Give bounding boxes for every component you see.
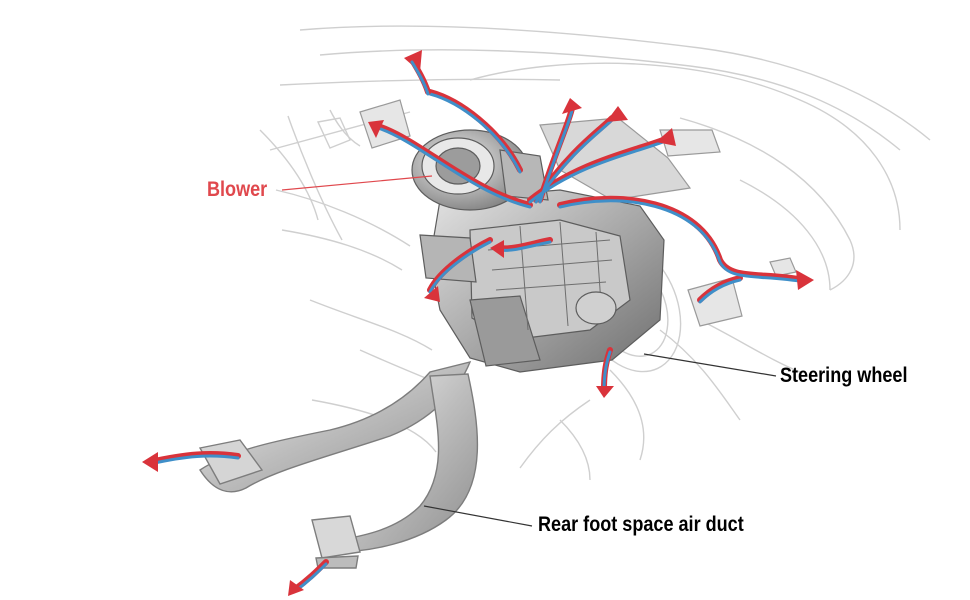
airflow-arrows — [142, 50, 814, 596]
rear-foot-space-air-duct-label: Rear foot space air duct — [538, 513, 744, 536]
rear-foot-duct-leader-line — [423, 505, 533, 527]
rear-foot-space-air-duct-shape — [198, 360, 479, 569]
steering-wheel-label: Steering wheel — [780, 364, 908, 387]
blower-label: Blower — [207, 178, 268, 201]
steering-wheel-leader-line — [643, 353, 777, 377]
blower-unit — [411, 129, 549, 211]
callout-lines — [281, 175, 777, 527]
hvac-housing — [411, 129, 665, 373]
blower-leader-line — [281, 175, 433, 191]
